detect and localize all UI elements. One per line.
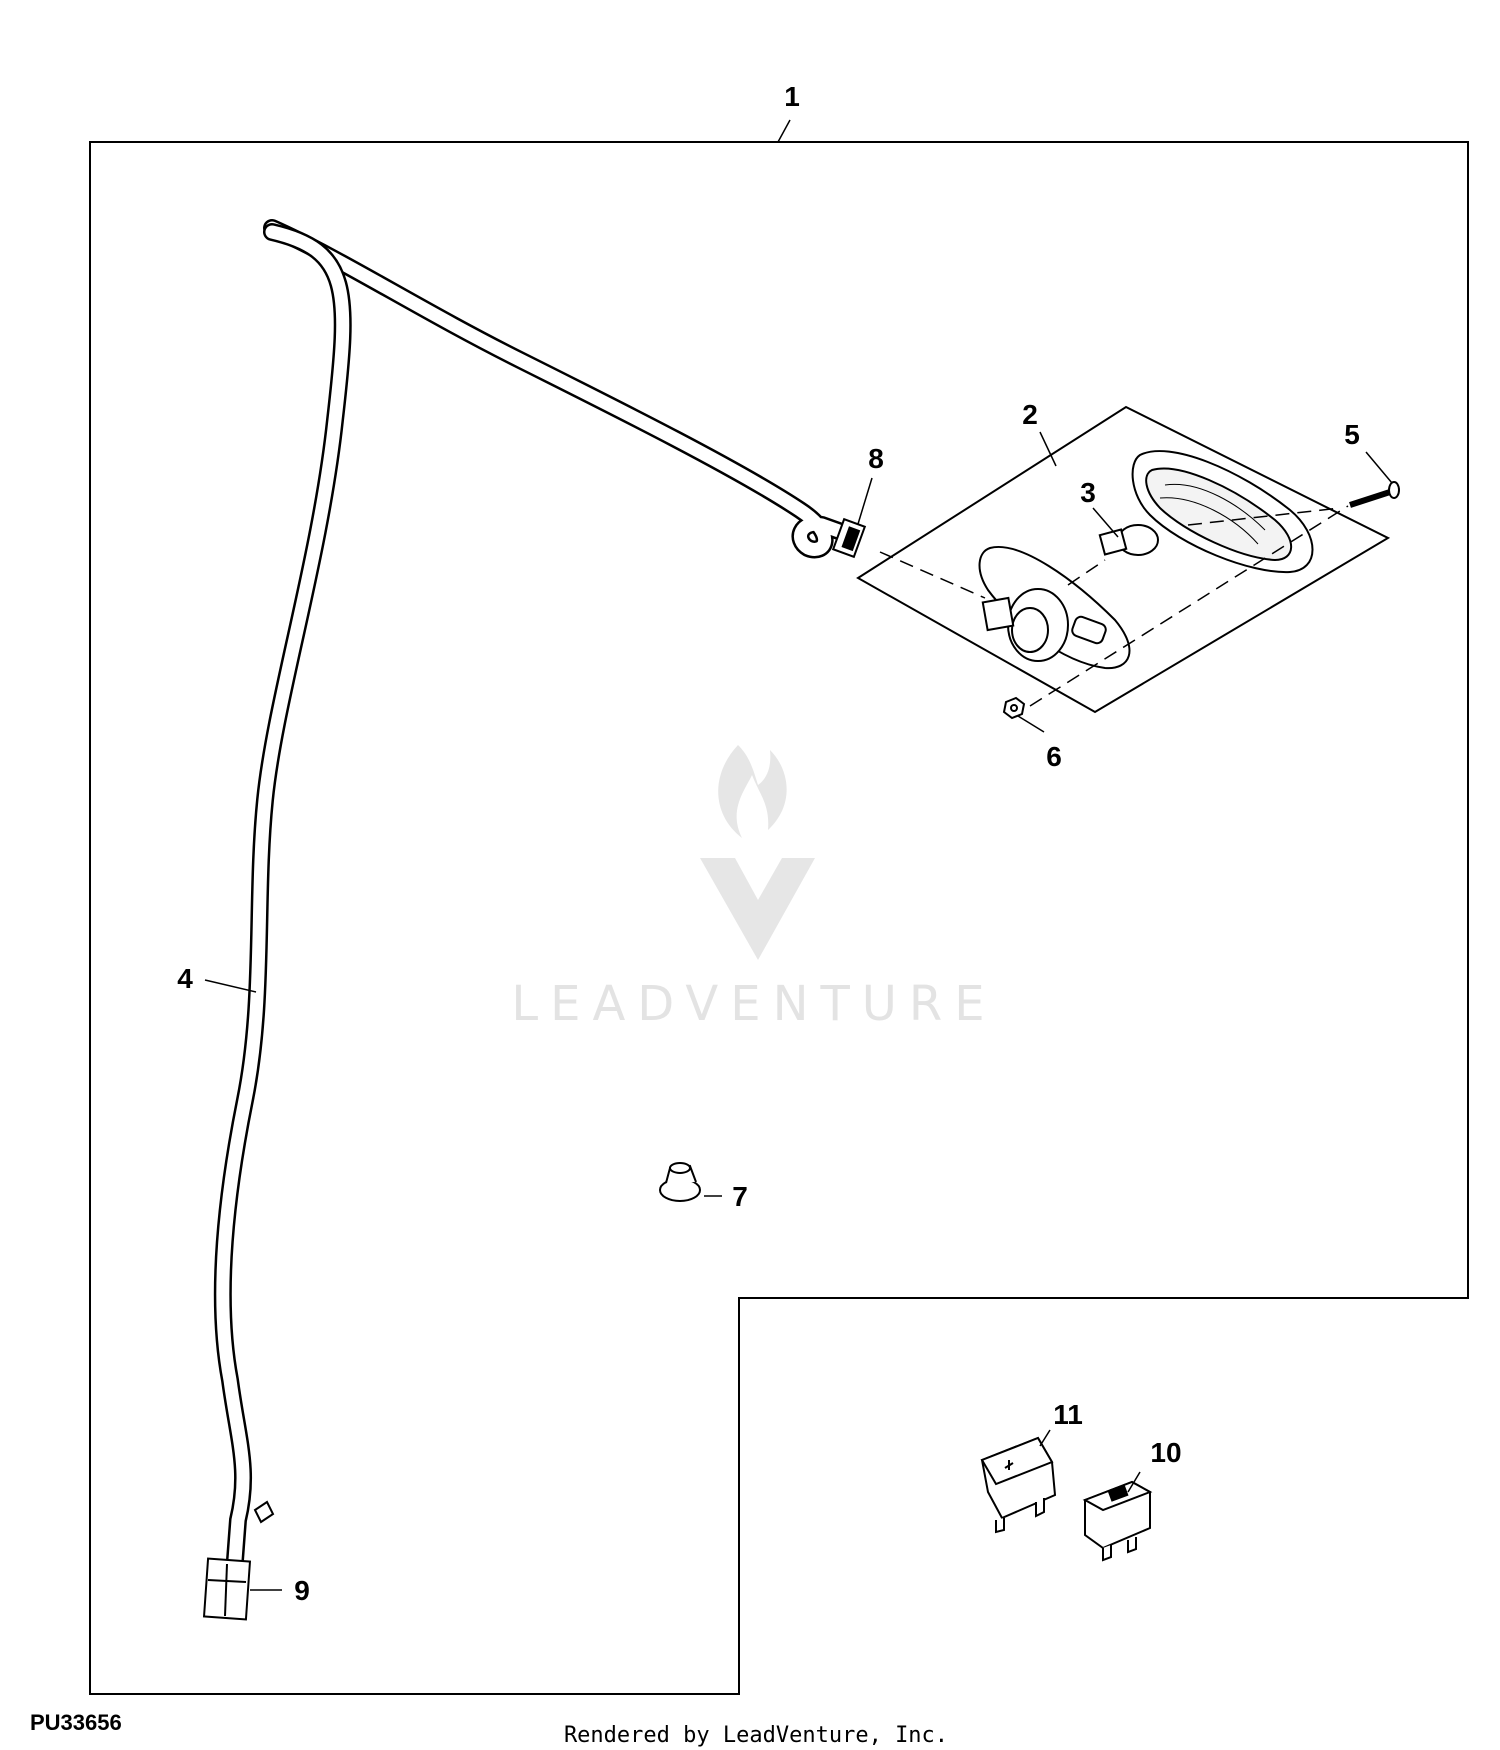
kit-outline: [89, 141, 1469, 1695]
harness-plug-drawing: [202, 1557, 252, 1621]
nut-drawing: [1002, 696, 1026, 720]
screw-drawing: [1349, 481, 1400, 508]
callout-3[interactable]: 3: [1080, 477, 1096, 508]
flange-nut-drawing: [659, 1162, 701, 1202]
lamp-base-drawing: [978, 545, 1131, 670]
leader-lines: [204, 119, 1393, 1591]
wiring-harness-drawing: [213, 219, 859, 1569]
lamp-lens-drawing: [1131, 450, 1314, 574]
callout-10[interactable]: 10: [1150, 1437, 1181, 1468]
callout-8[interactable]: 8: [868, 443, 884, 474]
rocker-switch-drawing: [1082, 1480, 1153, 1562]
watermark-text: LEADVENTURE: [511, 976, 996, 1032]
callout-11[interactable]: 11: [1053, 1399, 1083, 1430]
callout-9[interactable]: 9: [294, 1575, 310, 1606]
footer-credit: Rendered by LeadVenture, Inc.: [564, 1723, 948, 1748]
callout-7[interactable]: 7: [732, 1181, 748, 1212]
figure-id: PU33656: [30, 1710, 122, 1735]
assembly-lines: [879, 505, 1349, 707]
callout-1[interactable]: 1: [784, 81, 800, 112]
callout-4[interactable]: 4: [177, 963, 193, 994]
watermark-logo: [700, 745, 815, 960]
callout-6[interactable]: 6: [1046, 741, 1062, 772]
callout-5[interactable]: 5: [1344, 419, 1360, 450]
callout-2[interactable]: 2: [1022, 399, 1038, 430]
rocker-switch-symbol-drawing: [980, 1436, 1057, 1534]
bulb-drawing: [1098, 524, 1159, 556]
harness-connector-drawing: [831, 517, 867, 559]
lamp-panel-outline: [856, 405, 1391, 714]
